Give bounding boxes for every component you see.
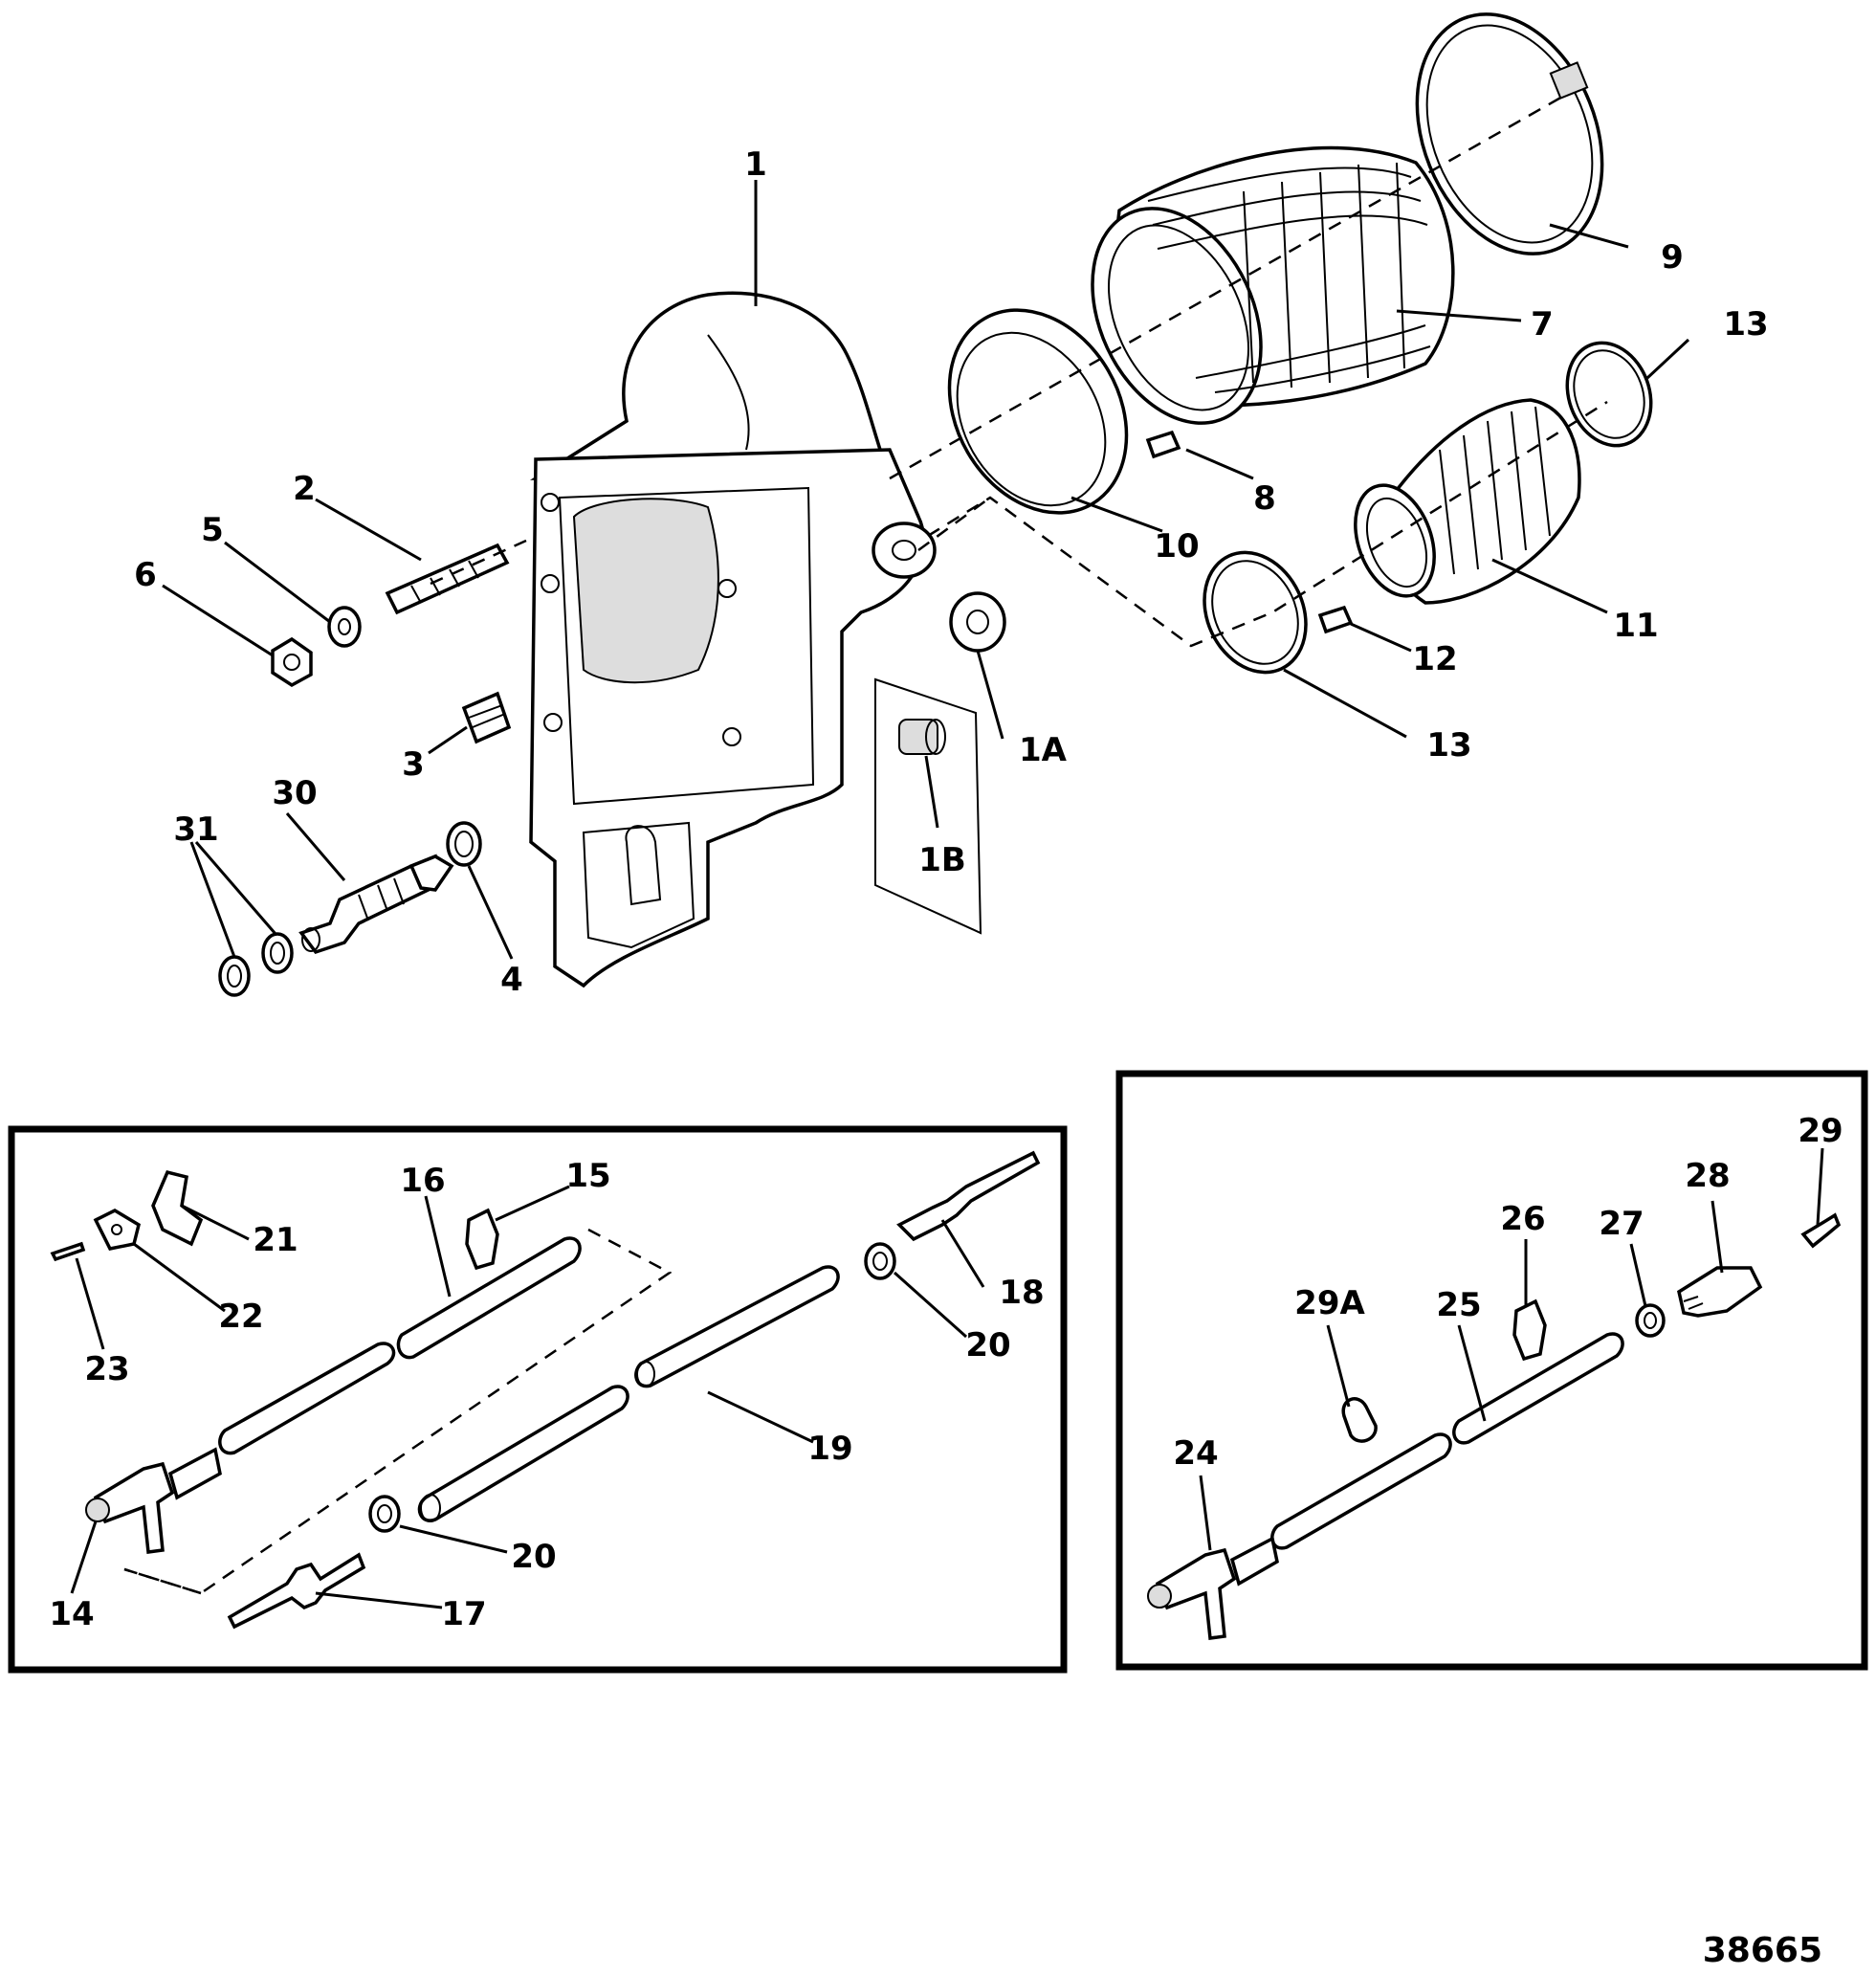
callout-24: 24 <box>1173 1434 1218 1473</box>
callout-26: 26 <box>1500 1200 1545 1238</box>
nut-6-part <box>271 636 313 688</box>
callout-4: 4 <box>500 961 523 999</box>
stud-part <box>385 543 510 615</box>
callout-14: 14 <box>49 1595 94 1633</box>
o-ring-31a-part <box>218 955 251 997</box>
callout-31: 31 <box>173 810 218 849</box>
washer-5-part <box>327 606 362 648</box>
right-inset-parts <box>1147 1212 1842 1640</box>
callout-25: 25 <box>1436 1286 1481 1324</box>
valve-30-part <box>298 854 454 955</box>
upper-callouts: 1 2 5 6 3 4 30 31 1A 1B 7 9 13 8 10 11 1… <box>134 145 1769 999</box>
upper-center-lines <box>430 94 1608 648</box>
bell-housing-part <box>529 291 937 988</box>
callout-1A: 1A <box>1019 731 1068 769</box>
callout-12: 12 <box>1412 640 1457 678</box>
callout-3: 3 <box>402 745 425 784</box>
callout-22: 22 <box>218 1298 263 1336</box>
callout-6: 6 <box>134 556 157 594</box>
large-clamp-9-part <box>1415 12 1604 255</box>
clamp-13-upper-part <box>1565 341 1653 448</box>
callout-29A: 29A <box>1294 1284 1365 1322</box>
left-inset-leaders <box>70 1185 985 1609</box>
clamp-13-lower-part <box>1203 550 1308 675</box>
callout-17: 17 <box>441 1595 486 1633</box>
callout-9: 9 <box>1661 238 1684 277</box>
figure-number: 38665 <box>1703 1931 1822 1970</box>
inset-box-left <box>8 1125 1068 1674</box>
upper-leader-lines <box>162 180 1690 960</box>
left-inset-dashes <box>123 1228 673 1595</box>
callout-18: 18 <box>999 1274 1044 1312</box>
callout-21: 21 <box>253 1221 298 1259</box>
callout-2: 2 <box>293 470 316 508</box>
callout-5: 5 <box>201 511 224 549</box>
callout-7: 7 <box>1531 305 1554 344</box>
callout-16: 16 <box>400 1162 445 1200</box>
callout-8: 8 <box>1253 479 1276 518</box>
callout-11: 11 <box>1613 607 1658 645</box>
callout-10: 10 <box>1154 527 1199 566</box>
plug-3-part <box>461 691 512 744</box>
exhaust-bellows-7-part <box>1091 145 1455 425</box>
left-inset-parts <box>50 1150 1041 1630</box>
callout-29: 29 <box>1798 1112 1843 1150</box>
callout-13-upper: 13 <box>1723 305 1768 344</box>
callout-28: 28 <box>1685 1157 1730 1195</box>
callout-30: 30 <box>272 774 317 812</box>
right-inset-leaders <box>1199 1147 1824 1551</box>
callout-19: 19 <box>807 1430 852 1468</box>
right-inset-callouts: 29 28 27 26 29A 25 24 <box>1173 1112 1843 1473</box>
inset-box-right <box>1115 1070 1868 1671</box>
o-ring-31b-part <box>261 932 294 974</box>
key-8-part <box>1145 430 1181 459</box>
callout-27: 27 <box>1599 1205 1644 1243</box>
small-bellows-11-part <box>1354 398 1581 605</box>
callout-20-lower: 20 <box>511 1538 556 1576</box>
left-inset-callouts: 21 22 23 16 15 18 20 19 20 17 14 <box>49 1157 1044 1633</box>
callout-13-lower: 13 <box>1426 726 1471 765</box>
bushing-1b-inset <box>874 677 982 935</box>
callout-1: 1 <box>744 145 767 184</box>
washer-1a-part <box>949 591 1006 653</box>
callout-23: 23 <box>84 1350 129 1388</box>
callout-1B: 1B <box>918 841 966 879</box>
o-ring-4-part <box>446 821 482 867</box>
callout-20-upper: 20 <box>965 1326 1010 1365</box>
key-12-part <box>1317 605 1354 634</box>
callout-15: 15 <box>565 1157 610 1195</box>
